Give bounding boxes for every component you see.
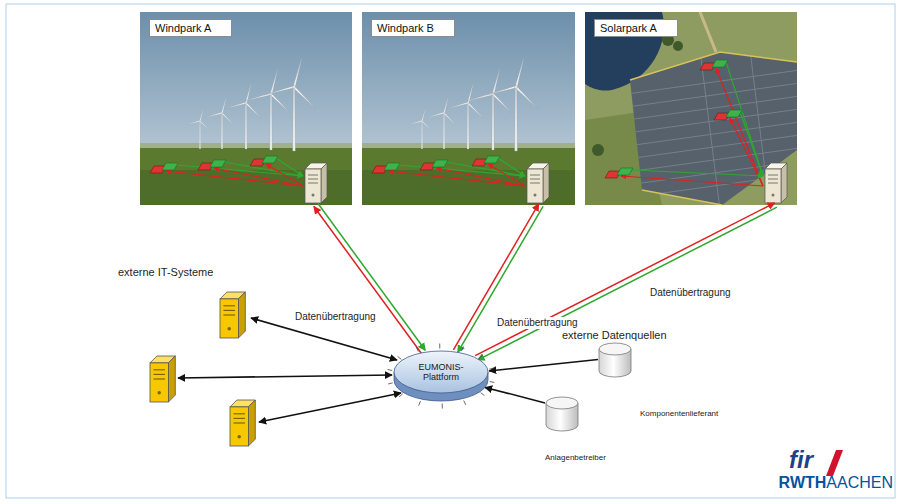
connector-line	[458, 206, 543, 352]
edge-label: Datenübertragung	[648, 287, 733, 299]
park-title: Windpark A	[149, 19, 232, 37]
logo-holder: RWTHAACHEN	[779, 473, 893, 492]
source-name: Komponentenlieferant	[640, 409, 718, 419]
park-title: Solarpark A	[594, 19, 678, 37]
park-panel: Windpark A	[140, 12, 352, 205]
wind-photo	[362, 12, 575, 205]
label-holder: externe IT-Systeme	[118, 262, 213, 280]
data-arrow	[489, 359, 598, 371]
edge-label: Datenübertragung	[293, 311, 378, 323]
wind-photo	[140, 12, 352, 205]
transfer-arrow-pair	[314, 204, 425, 354]
connector-line	[475, 203, 775, 356]
cylinder-outline	[545, 396, 579, 432]
park-panel: Solarpark A	[585, 12, 797, 205]
transfer-arrow-pair	[453, 204, 543, 353]
cylinder-outline	[598, 342, 632, 378]
platform-name: EUMONIS-Plattform	[409, 362, 473, 383]
park-title: Windpark B	[371, 19, 455, 37]
data-arrow	[485, 387, 545, 403]
data-source-cylinder: Komponentenlieferant	[598, 342, 721, 421]
logo-text: fir	[789, 446, 813, 473]
sensor-symbols	[150, 60, 742, 178]
edge-label-holder: Datenübertragung	[648, 282, 733, 300]
park-servers	[305, 163, 787, 203]
park-panel: Windpark B	[362, 12, 575, 205]
it-system-links	[178, 318, 401, 422]
connector-line	[314, 207, 421, 354]
logo-slash	[826, 450, 843, 476]
sensor-links	[166, 62, 763, 186]
edge-label-holder: Datenübertragung	[495, 312, 580, 330]
edge-label-holder: Datenübertragung	[293, 306, 378, 324]
it-system-servers	[150, 292, 255, 446]
group-label: externe IT-Systeme	[118, 266, 213, 279]
source-name: Anlagenbetreiber	[545, 453, 606, 463]
connector-line	[489, 359, 598, 371]
edge-label: Datenübertragung	[495, 317, 580, 329]
connector-line	[318, 204, 425, 351]
data-source-cylinder: Anlagenbetreiber	[545, 396, 608, 465]
frame	[6, 4, 895, 498]
group-label: externe Datenquellen	[562, 329, 667, 342]
transfer-arrow-pair	[475, 203, 777, 360]
logo-text: AACHEN	[826, 473, 893, 492]
connector-line	[477, 207, 777, 360]
label-holder: fir	[789, 446, 813, 473]
label-holder: externe Datenquellen	[562, 325, 667, 343]
solar-photo	[585, 12, 797, 205]
logo-text: RWTH	[779, 473, 827, 492]
platform-disk: EUMONIS-Plattform	[392, 346, 490, 404]
connector-line	[485, 387, 545, 403]
